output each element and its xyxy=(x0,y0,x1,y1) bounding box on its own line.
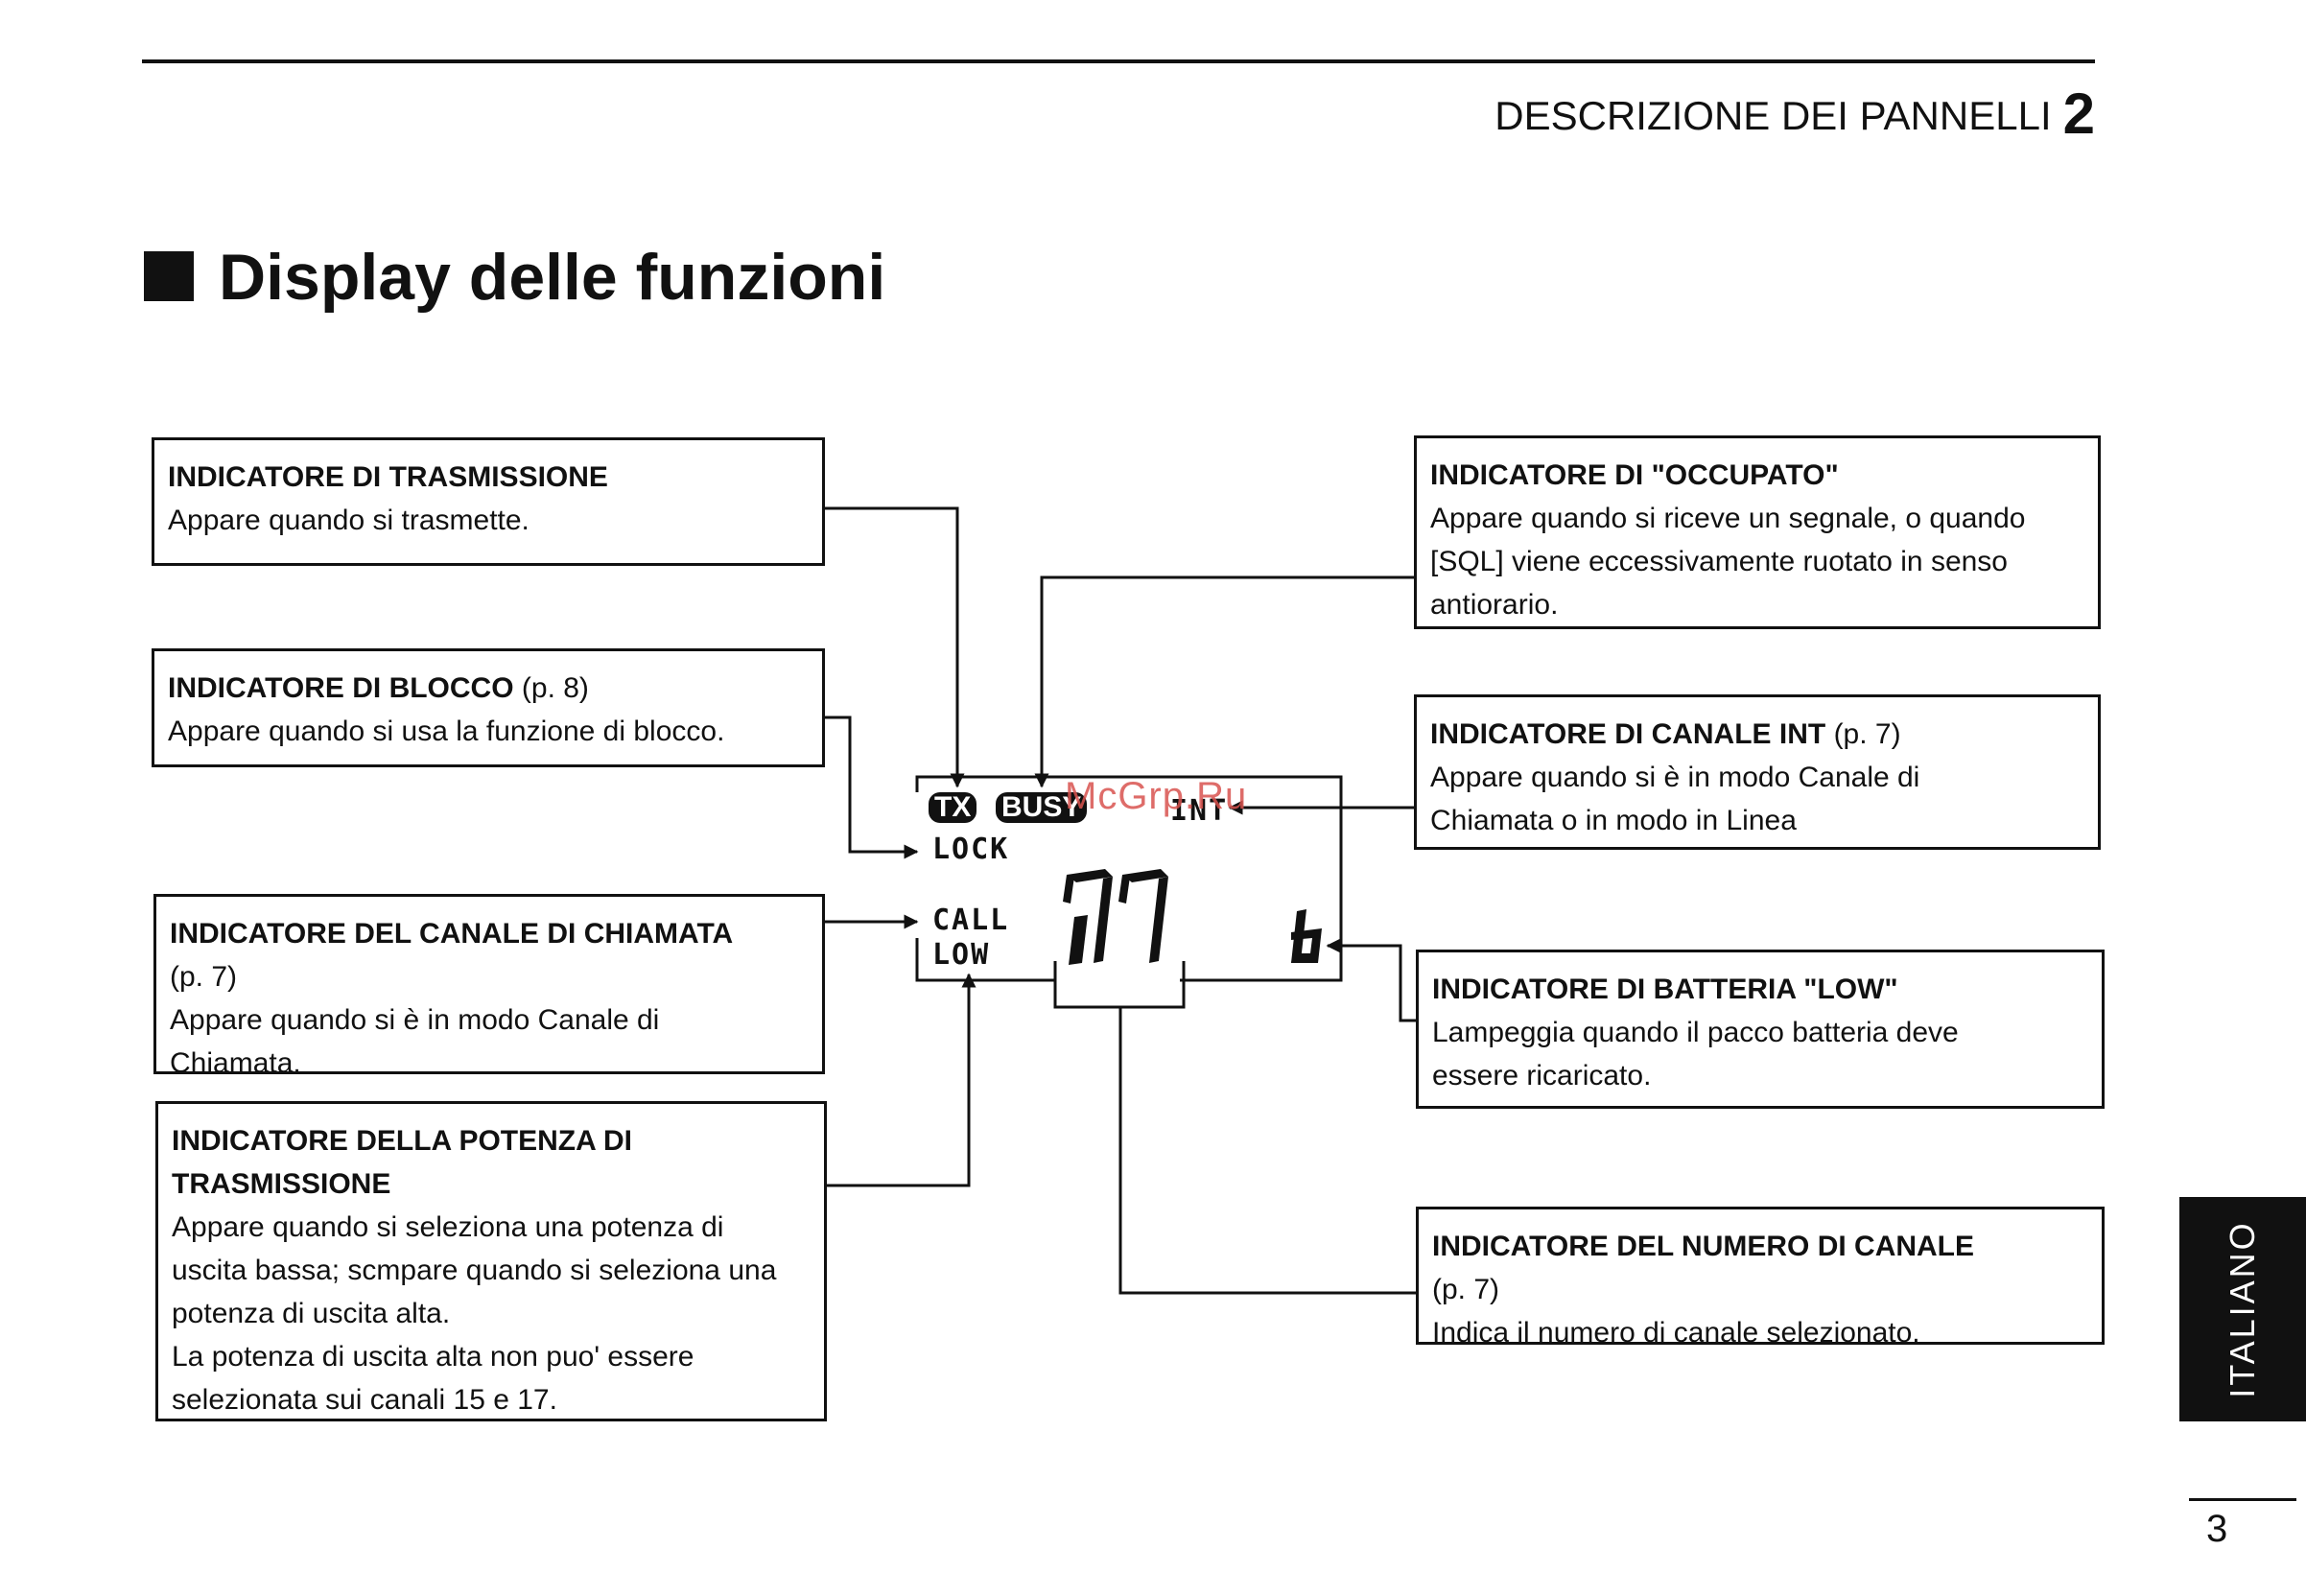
section-title: Display delle funzioni xyxy=(219,241,886,314)
int-box-line: Chiamata o in modo in Linea xyxy=(1430,805,1797,836)
call-box-title: INDICATORE DEL CANALE DI CHIAMATA xyxy=(170,918,734,950)
lock-box-line: Appare quando si usa la funzione di bloc… xyxy=(168,716,725,747)
busy-connector xyxy=(1034,575,1415,788)
language-tab: ITALIANO xyxy=(2179,1197,2306,1421)
busy-indicator-box: INDICATORE DI "OCCUPATO" Appare quando s… xyxy=(1414,435,2101,629)
lock-box-title: INDICATORE DI BLOCCO xyxy=(168,672,514,704)
channel-digits xyxy=(1063,869,1168,965)
call-indicator-box: INDICATORE DEL CANALE DI CHIAMATA (p. 7)… xyxy=(153,894,825,1079)
int-box-title: INDICATORE DI CANALE INT xyxy=(1430,718,1826,750)
tx-indicator-box: INDICATORE DI TRASMISSIONE Appare quando… xyxy=(152,437,825,566)
channel-box-line: Indica il numero di canale selezionato. xyxy=(1432,1317,1920,1349)
channel-box-page: (p. 7) xyxy=(1432,1274,1500,1305)
channel-bracket xyxy=(1053,961,1186,1009)
channel-number-box: INDICATORE DEL NUMERO DI CANALE (p. 7) I… xyxy=(1416,1207,2105,1349)
battery-box-line: Lampeggia quando il pacco batteria deve xyxy=(1432,1017,1959,1048)
battery-box-line: essere ricaricato. xyxy=(1432,1060,1652,1091)
tx-box-line: Appare quando si trasmette. xyxy=(168,505,529,536)
battery-box-title: INDICATORE DI BATTERIA "LOW" xyxy=(1432,974,1898,1005)
power-box-line: potenza di uscita alta. xyxy=(172,1298,451,1329)
page-number: 3 xyxy=(2206,1508,2228,1550)
call-box-line: Appare quando si è in modo Canale di xyxy=(170,1004,660,1036)
lock-connector xyxy=(823,716,919,859)
lock-box-page: (p. 8) xyxy=(513,672,589,704)
busy-box-line: antiorario. xyxy=(1430,589,1559,621)
power-box-line: uscita bassa; scmpare quando si selezion… xyxy=(172,1255,777,1286)
battery-indicator-box: INDICATORE DI BATTERIA "LOW" Lampeggia q… xyxy=(1416,950,2105,1109)
call-indicator: CALL xyxy=(932,904,1010,937)
low-indicator: LOW xyxy=(932,938,991,972)
int-indicator-box: INDICATORE DI CANALE INT (p. 7) Appare q… xyxy=(1414,694,2101,850)
power-box-title: TRASMISSIONE xyxy=(172,1168,391,1200)
page-number-rule xyxy=(2189,1498,2296,1501)
int-box-page: (p. 7) xyxy=(1825,718,1901,750)
lock-indicator-box: INDICATORE DI BLOCCO (p. 8) Appare quand… xyxy=(152,648,825,767)
power-box-line: Appare quando si seleziona una potenza d… xyxy=(172,1211,724,1243)
tx-connector xyxy=(823,506,965,788)
power-box-line: La potenza di uscita alta non puo' esser… xyxy=(172,1341,694,1373)
call-box-page: (p. 7) xyxy=(170,961,238,993)
busy-box-title: INDICATORE DI "OCCUPATO" xyxy=(1430,459,1839,491)
lcd-frame xyxy=(915,775,1343,982)
busy-box-line: [SQL] viene eccessivamente ruotato in se… xyxy=(1430,546,2008,577)
busy-box-line: Appare quando si riceve un segnale, o qu… xyxy=(1430,503,2026,534)
int-box-line: Appare quando si è in modo Canale di xyxy=(1430,762,1920,793)
call-box-line: Chiamata. xyxy=(170,1047,301,1079)
power-indicator-box: INDICATORE DELLA POTENZA DI TRASMISSIONE… xyxy=(155,1101,827,1421)
battery-connector xyxy=(1326,938,1418,1022)
tx-box-title: INDICATORE DI TRASMISSIONE xyxy=(168,461,608,493)
chapter-number: 2 xyxy=(2062,82,2095,146)
header-rule xyxy=(142,59,2095,63)
language-tab-label: ITALIANO xyxy=(2223,1220,2262,1398)
power-box-title: INDICATORE DELLA POTENZA DI xyxy=(172,1125,632,1157)
channel-box-title: INDICATORE DEL NUMERO DI CANALE xyxy=(1432,1231,1975,1262)
header-title-text: DESCRIZIONE DEI PANNELLI xyxy=(1494,93,2052,138)
busy-indicator: BUSY xyxy=(996,792,1088,823)
section-bullet xyxy=(144,251,194,301)
lock-indicator: LOCK xyxy=(932,833,1010,866)
int-indicator: INT xyxy=(1170,794,1229,828)
suffix-digit xyxy=(1291,909,1322,963)
power-box-line: selezionata sui canali 15 e 17. xyxy=(172,1384,557,1416)
channel-connector xyxy=(1118,1007,1418,1295)
low-connector xyxy=(826,973,977,1187)
tx-indicator: TX xyxy=(929,792,977,823)
watermark-text: McGrp.Ru xyxy=(1065,775,1248,817)
